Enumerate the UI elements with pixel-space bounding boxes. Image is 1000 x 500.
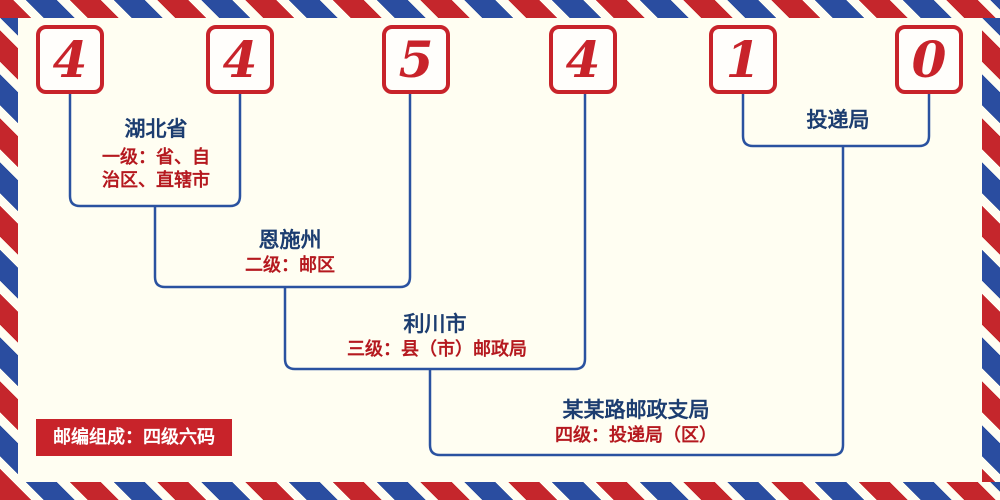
bracket-county — [283, 94, 587, 371]
label-province-name: 湖北省 — [124, 118, 188, 141]
bracket-branch — [428, 146, 845, 457]
postal-digit-box-4: 4 — [549, 25, 617, 94]
label-district-name: 恩施州 — [258, 229, 322, 252]
airmail-border-left — [0, 0, 18, 500]
postal-digit-box-5: 1 — [709, 25, 777, 94]
postal-digit-box-2: 4 — [206, 25, 274, 94]
airmail-border-top — [0, 0, 1000, 18]
label-delivery-office-name: 投递局 — [806, 109, 870, 132]
composition-badge: 邮编组成：四级六码 — [36, 419, 232, 456]
label-district-desc: 二级：邮区 — [245, 255, 335, 275]
bracket-district — [153, 94, 412, 289]
label-branch-desc: 四级：投递局（区） — [555, 425, 717, 445]
bracket-delivery-office — [741, 94, 931, 148]
airmail-border-right — [982, 0, 1000, 500]
label-province-desc-line2: 治区、直辖市 — [102, 170, 210, 190]
postal-digit-2: 4 — [222, 29, 258, 89]
postal-digit-box-3: 5 — [382, 25, 450, 94]
label-county-name: 利川市 — [403, 313, 467, 336]
label-province-desc-line1: 一级：省、自 — [102, 147, 210, 167]
postal-digit-4: 4 — [565, 29, 601, 89]
postal-digit-box-1: 4 — [36, 25, 104, 94]
postal-digit-1: 4 — [52, 29, 88, 89]
postal-digit-3: 5 — [398, 29, 434, 89]
postal-digit-box-6: 0 — [895, 25, 963, 94]
postal-digit-5: 1 — [725, 29, 761, 89]
airmail-border-bottom — [0, 482, 1000, 500]
label-branch-name: 某某路邮政支局 — [562, 399, 710, 422]
postal-digit-6: 0 — [911, 29, 947, 89]
label-province-desc: 一级：省、自 治区、直辖市 — [102, 146, 210, 192]
label-county-desc: 三级：县（市）邮政局 — [347, 339, 527, 359]
